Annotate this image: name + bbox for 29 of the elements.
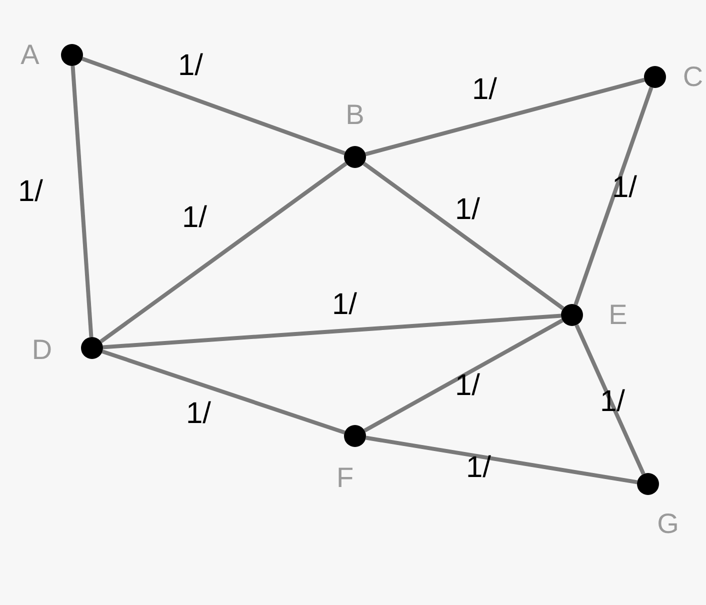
vertex-label: C	[682, 63, 704, 91]
graph-edge	[365, 78, 645, 156]
edge-label: 1/	[332, 290, 358, 320]
graph-edge	[364, 318, 564, 432]
vertex-label: E	[608, 301, 628, 329]
graph-edge	[102, 314, 562, 350]
edge-label: 1/	[455, 371, 480, 401]
graph-edge	[362, 162, 564, 310]
edge-label: 1/	[178, 51, 204, 81]
vertex-label: F	[336, 464, 354, 492]
edge-label: 1/	[612, 173, 638, 203]
graph-edge	[102, 350, 346, 434]
graph-edge	[70, 66, 94, 338]
vertex-label: A	[20, 41, 40, 69]
graph-edge	[574, 86, 654, 306]
edge-label: 1/	[472, 75, 498, 105]
graph-edge	[100, 162, 348, 344]
edge-label: 1/	[18, 177, 44, 207]
graph-edge	[82, 56, 346, 156]
graph-edge	[574, 324, 646, 475]
edge-label: 1/	[182, 203, 208, 233]
edge-label: 1/	[455, 195, 480, 225]
vertex-label: B	[346, 101, 364, 129]
graph-edge	[366, 436, 638, 484]
edge-label: 1/	[600, 387, 626, 417]
vertex-label: D	[32, 336, 52, 364]
edge-label: 1/	[186, 399, 212, 429]
vertex-label: G	[657, 510, 679, 538]
edge-label: 1/	[466, 453, 492, 483]
